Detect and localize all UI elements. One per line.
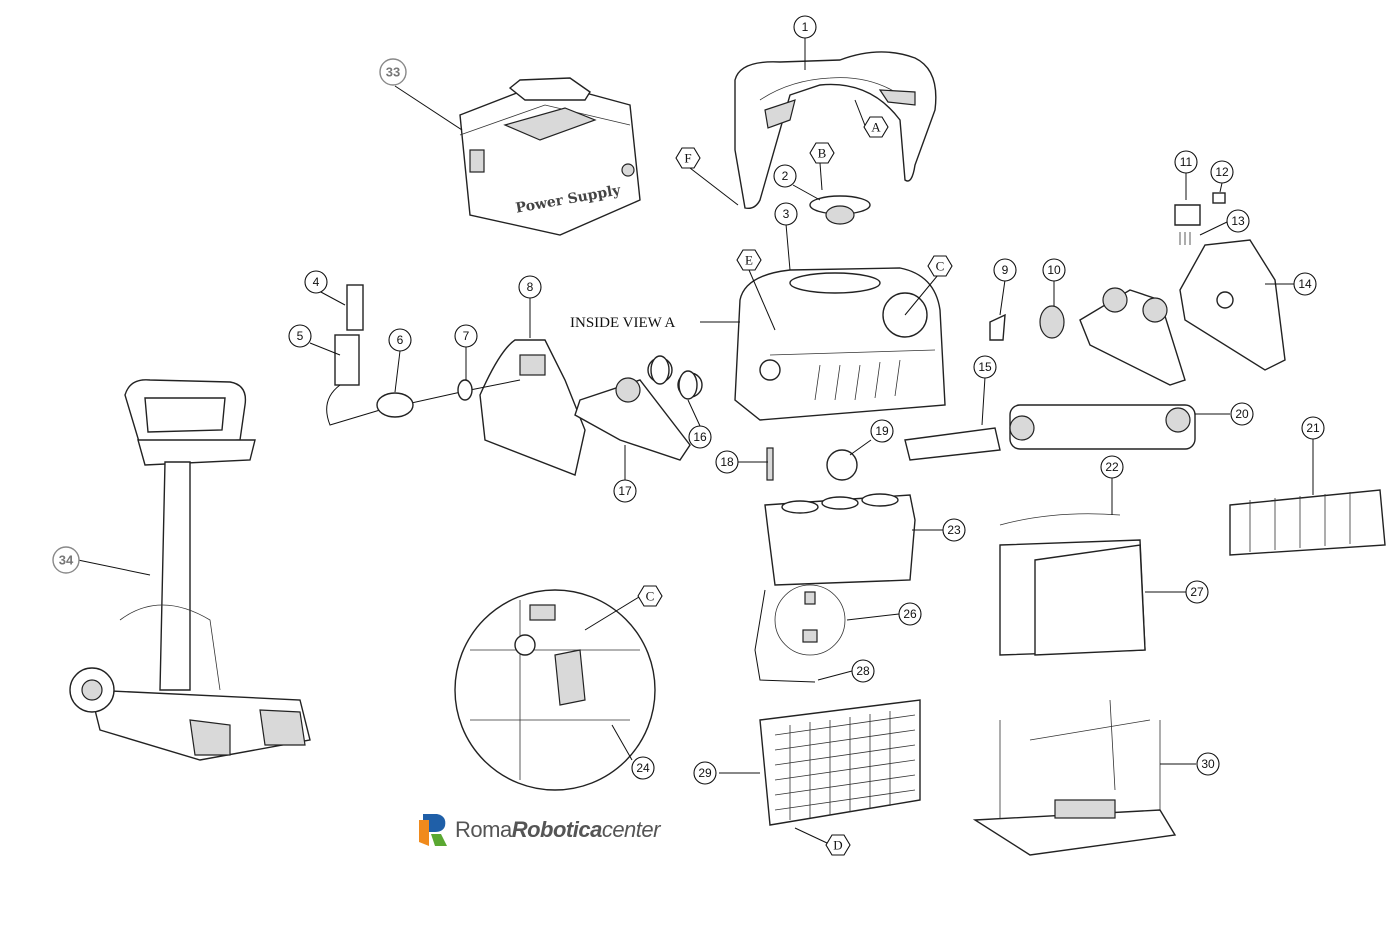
callout-33: 33 bbox=[379, 58, 407, 86]
callout-21: 21 bbox=[1301, 416, 1325, 440]
svg-text:5: 5 bbox=[297, 329, 304, 343]
svg-text:6: 6 bbox=[397, 333, 404, 347]
svg-text:27: 27 bbox=[1190, 585, 1204, 599]
callout-3: 3 bbox=[774, 202, 798, 226]
svg-text:10: 10 bbox=[1047, 263, 1061, 277]
svg-text:20: 20 bbox=[1235, 407, 1249, 421]
callout-24: 24 bbox=[631, 756, 655, 780]
svg-text:E: E bbox=[745, 253, 753, 268]
svg-text:9: 9 bbox=[1002, 263, 1009, 277]
callout-13: 13 bbox=[1226, 209, 1250, 233]
svg-text:4: 4 bbox=[313, 275, 320, 289]
misc-parts bbox=[650, 355, 858, 481]
letter-callout-D: D bbox=[825, 834, 851, 856]
cable-swivel-part bbox=[326, 284, 521, 426]
callout-16: 16 bbox=[688, 425, 712, 449]
callout-26: 26 bbox=[898, 602, 922, 626]
callout-18: 18 bbox=[715, 450, 739, 474]
svg-text:34: 34 bbox=[59, 553, 74, 568]
power-supply-part: Power Supply bbox=[459, 77, 641, 236]
svg-text:15: 15 bbox=[978, 360, 992, 374]
callout-23: 23 bbox=[942, 518, 966, 542]
callout-9: 9 bbox=[993, 258, 1017, 282]
svg-text:17: 17 bbox=[618, 484, 632, 498]
callout-19: 19 bbox=[870, 419, 894, 443]
filter-frame-part bbox=[972, 699, 1177, 856]
svg-text:26: 26 bbox=[903, 607, 917, 621]
svg-text:F: F bbox=[684, 151, 691, 166]
callout-4: 4 bbox=[304, 270, 328, 294]
inside-view-label: INSIDE VIEW A bbox=[570, 315, 675, 331]
basket-part bbox=[759, 699, 921, 826]
svg-text:11: 11 bbox=[1180, 155, 1193, 169]
svg-text:2: 2 bbox=[782, 169, 789, 183]
svg-text:16: 16 bbox=[693, 430, 707, 444]
svg-text:21: 21 bbox=[1306, 421, 1320, 435]
roller-parts bbox=[904, 404, 1386, 556]
callout-28: 28 bbox=[851, 659, 875, 683]
callout-22: 22 bbox=[1100, 455, 1124, 479]
svg-text:3: 3 bbox=[783, 207, 790, 221]
svg-text:30: 30 bbox=[1201, 757, 1215, 771]
callout-30: 30 bbox=[1196, 752, 1220, 776]
filter-housing-part bbox=[754, 493, 916, 683]
letter-callout-C-inset: C bbox=[637, 585, 663, 607]
svg-text:14: 14 bbox=[1298, 277, 1312, 291]
svg-text:8: 8 bbox=[527, 280, 534, 294]
letter-callout-F: F bbox=[675, 147, 701, 169]
svg-text:1: 1 bbox=[802, 20, 809, 34]
svg-text:D: D bbox=[833, 838, 842, 853]
callout-15: 15 bbox=[973, 355, 997, 379]
small-parts bbox=[989, 192, 1226, 341]
callout-29: 29 bbox=[693, 761, 717, 785]
callout-12: 12 bbox=[1210, 160, 1234, 184]
callout-5: 5 bbox=[288, 324, 312, 348]
callout-10: 10 bbox=[1042, 258, 1066, 282]
callout-34: 34 bbox=[52, 546, 80, 574]
robot-body-part bbox=[734, 267, 946, 421]
side-cover-part bbox=[479, 339, 586, 476]
logo-mark-icon bbox=[419, 814, 447, 846]
callout-8: 8 bbox=[518, 275, 542, 299]
letter-callout-B: B bbox=[809, 142, 835, 164]
roma-robotica-logo: RomaRoboticacenter bbox=[415, 812, 660, 848]
callout-11: 11 bbox=[1174, 150, 1198, 174]
svg-text:7: 7 bbox=[463, 329, 470, 343]
caddy-part bbox=[69, 379, 311, 761]
side-plate-right-part bbox=[1179, 239, 1286, 371]
svg-text:29: 29 bbox=[698, 766, 712, 780]
callout-27: 27 bbox=[1185, 580, 1209, 604]
svg-text:18: 18 bbox=[720, 455, 734, 469]
letter-callout-C-top: C bbox=[927, 255, 953, 277]
callout-17: 17 bbox=[613, 479, 637, 503]
svg-text:22: 22 bbox=[1105, 460, 1119, 474]
svg-text:28: 28 bbox=[856, 664, 870, 678]
svg-text:C: C bbox=[646, 589, 655, 604]
svg-text:23: 23 bbox=[947, 523, 961, 537]
leader-lines bbox=[77, 38, 1314, 844]
svg-text:12: 12 bbox=[1215, 165, 1229, 179]
letter-callout-A: A bbox=[863, 116, 889, 138]
callout-14: 14 bbox=[1293, 272, 1317, 296]
svg-text:33: 33 bbox=[386, 65, 400, 80]
svg-text:A: A bbox=[871, 120, 881, 135]
filter-panel-part bbox=[999, 513, 1146, 656]
inside-view-inset bbox=[454, 589, 656, 791]
letter-callout-E: E bbox=[736, 249, 762, 271]
callout-2: 2 bbox=[773, 164, 797, 188]
svg-text:24: 24 bbox=[636, 761, 650, 775]
callout-1: 1 bbox=[793, 15, 817, 39]
handle-part bbox=[734, 51, 937, 210]
callout-7: 7 bbox=[454, 324, 478, 348]
svg-text:13: 13 bbox=[1231, 214, 1245, 228]
callout-20: 20 bbox=[1230, 402, 1254, 426]
track-right-part bbox=[1079, 287, 1186, 386]
logo-wordmark: RomaRoboticacenter bbox=[455, 817, 660, 842]
impeller-part bbox=[809, 195, 871, 225]
svg-text:B: B bbox=[818, 146, 827, 161]
callout-6: 6 bbox=[388, 328, 412, 352]
svg-text:19: 19 bbox=[875, 424, 889, 438]
svg-text:C: C bbox=[936, 259, 945, 274]
